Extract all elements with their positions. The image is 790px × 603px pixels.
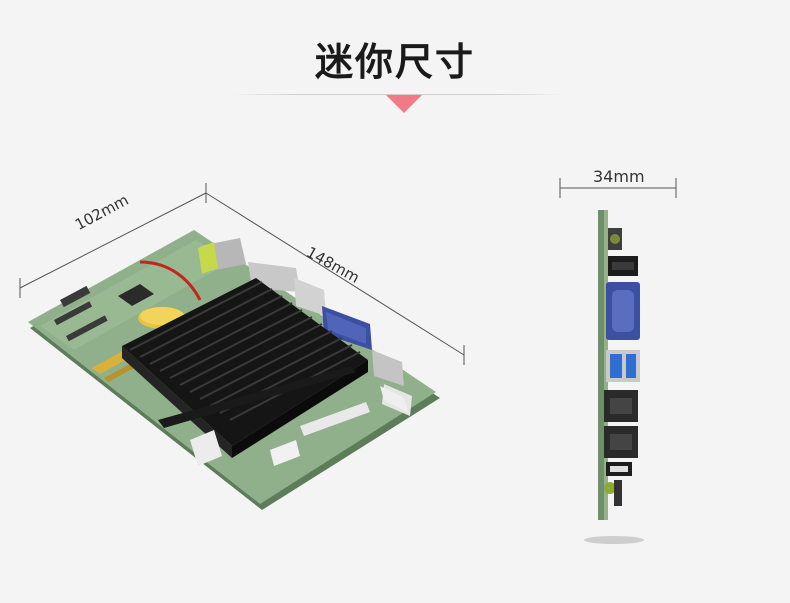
- dimension-line-34mm: [559, 178, 677, 198]
- title-pointer-triangle: [386, 95, 422, 113]
- motherboard-side-profile-photo: [584, 210, 644, 544]
- dimension-line-148mm: [205, 192, 465, 365]
- title-divider: [232, 94, 562, 95]
- thickness-dimension-label: 34mm: [593, 167, 645, 186]
- page-title: 迷你尺寸: [314, 40, 475, 84]
- motherboard-angled-photo: [28, 230, 440, 510]
